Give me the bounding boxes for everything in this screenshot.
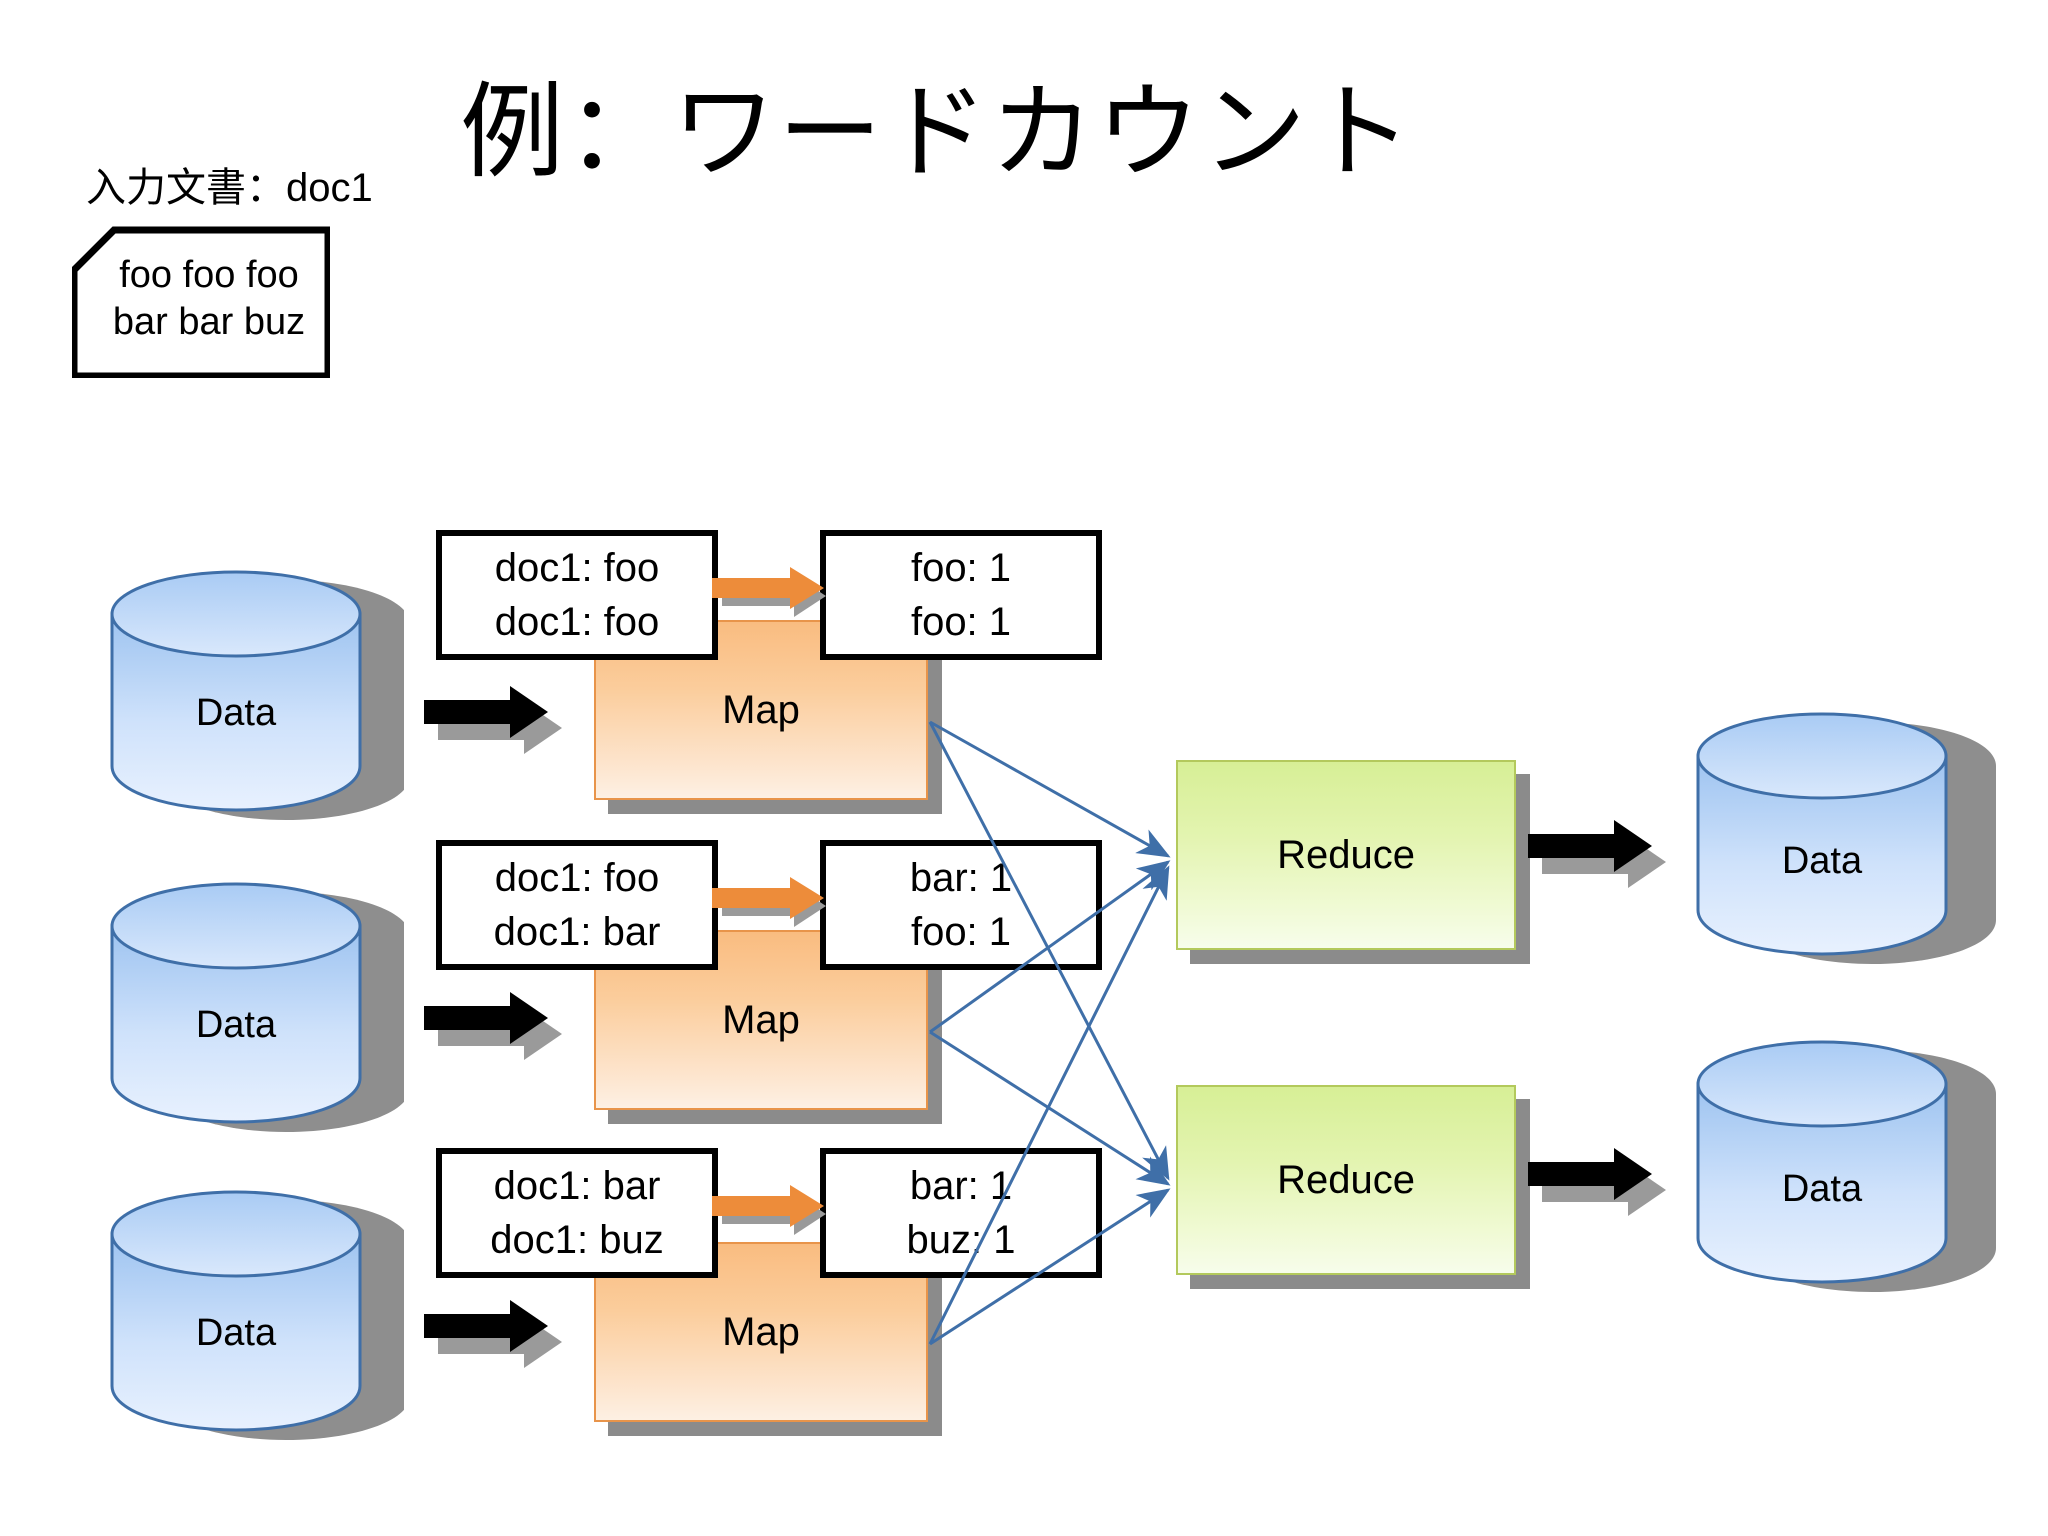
output-data-store-2-label: Data (1781, 1168, 1863, 1210)
output-data-store-1-label: Data (1781, 840, 1863, 882)
input-data-store-2-label: Data (195, 1004, 277, 1046)
arrow-store3-to-map3 (424, 1300, 592, 1378)
shuffle-line-map1-reduce1 (929, 720, 1171, 858)
map-output-kv-2: bar: 1 foo: 1 (820, 840, 1102, 970)
page-title: 例：ワードカウント (460, 76, 1415, 191)
reduce-task-2-label: Reduce (1277, 1157, 1415, 1202)
arrow-kv2-in-to-out (712, 872, 844, 938)
input-document-label: 入力文書：doc1 (86, 166, 373, 210)
map-output-kv-3-line2: buz: 1 (906, 1218, 1016, 1262)
arrow-store2-to-map2 (424, 992, 592, 1070)
input-document-text: foo foo foo bar bar buz (94, 252, 324, 346)
output-data-store-1[interactable]: Data (1690, 700, 2000, 968)
input-data-store-1[interactable]: Data (104, 560, 404, 820)
map-input-kv-2-line2: doc1: bar (493, 910, 661, 954)
map-task-2-label: Map (722, 997, 800, 1042)
reduce-task-1-face: Reduce (1176, 760, 1516, 950)
arrow-reduce2-to-output2 (1528, 1148, 1696, 1226)
input-data-store-2[interactable]: Data (104, 872, 404, 1132)
map-input-kv-3: doc1: bar doc1: buz (436, 1148, 718, 1278)
map-output-kv-1: foo: 1 foo: 1 (820, 530, 1102, 660)
map-task-3-label: Map (722, 1309, 800, 1354)
map-output-kv-3-line1: bar: 1 (909, 1164, 1013, 1208)
map-output-kv-2-line2: foo: 1 (910, 910, 1012, 954)
reduce-task-2[interactable]: Reduce (1176, 1085, 1530, 1289)
map-output-kv-3: bar: 1 buz: 1 (820, 1148, 1102, 1278)
input-document-shape (72, 226, 330, 378)
map-input-kv-3-line2: doc1: buz (490, 1218, 664, 1262)
map-output-kv-2-line1: bar: 1 (909, 856, 1013, 900)
map-input-kv-3-line1: doc1: bar (493, 1164, 661, 1208)
map-output-kv-1-line2: foo: 1 (910, 600, 1012, 644)
map-input-kv-2-line1: doc1: foo (494, 856, 660, 900)
arrow-reduce1-to-output1 (1528, 820, 1696, 898)
arrow-kv1-in-to-out (712, 562, 844, 628)
input-data-store-1-label: Data (195, 692, 277, 734)
map-output-kv-1-line1: foo: 1 (910, 546, 1012, 590)
reduce-task-2-face: Reduce (1176, 1085, 1516, 1275)
map-input-kv-1-line1: doc1: foo (494, 546, 660, 590)
reduce-task-1[interactable]: Reduce (1176, 760, 1530, 964)
arrow-store1-to-map1 (424, 686, 592, 764)
input-data-store-3[interactable]: Data (104, 1180, 404, 1440)
map-task-1[interactable]: Map (594, 620, 942, 814)
map-input-kv-1-line2: doc1: foo (494, 600, 660, 644)
map-input-kv-1: doc1: foo doc1: foo (436, 530, 718, 660)
input-document-line1: foo foo foo (119, 254, 299, 296)
map-task-1-label: Map (722, 687, 800, 732)
input-data-store-3-label: Data (195, 1312, 277, 1354)
output-data-store-2[interactable]: Data (1690, 1028, 2000, 1296)
input-document-line2: bar bar buz (112, 301, 306, 344)
reduce-task-1-label: Reduce (1277, 832, 1415, 877)
map-input-kv-2: doc1: foo doc1: bar (436, 840, 718, 970)
arrow-kv3-in-to-out (712, 1180, 844, 1246)
